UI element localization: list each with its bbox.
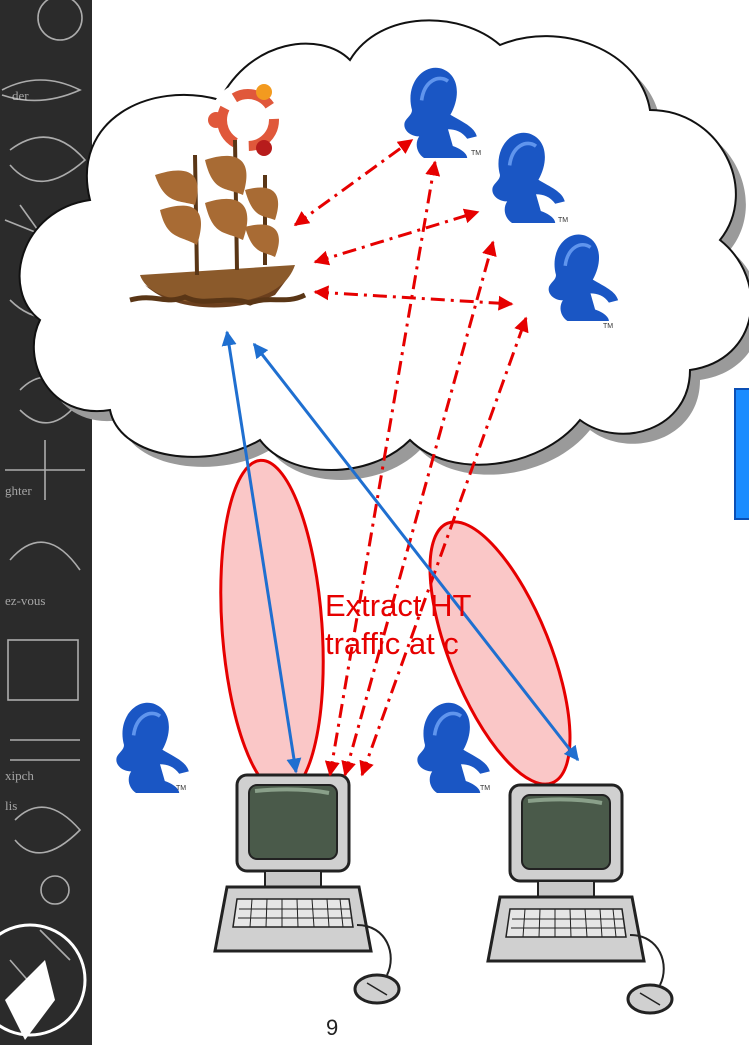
p2p-link [293, 138, 414, 227]
frog-peer-icon [114, 700, 191, 795]
caption-line: Extract HT [325, 588, 472, 623]
trademark-label: TM [480, 785, 490, 792]
chalk-scribble: ez-vous [5, 593, 45, 608]
chalk-scribble: xipch [5, 768, 34, 783]
trademark-label: TM [471, 150, 481, 157]
chalk-scribble: der [12, 88, 29, 103]
trademark-label: TM [603, 323, 613, 330]
university-seal [0, 923, 87, 1040]
desktop-computer-icon [486, 783, 674, 1015]
chalkboard-background: der ghter ez-vous xipch lis [0, 0, 92, 1045]
callout-box [734, 388, 749, 520]
chalk-scribble: lis [5, 798, 17, 813]
http-link [252, 342, 580, 762]
slide-number: 9 [326, 1015, 339, 1040]
trademark-label: TM [176, 785, 186, 792]
ubuntu-logo-icon [208, 82, 286, 158]
cloud [18, 19, 749, 471]
caption-line: traffic at c [325, 626, 459, 661]
chalk-scribble: ghter [5, 483, 32, 498]
trademark-label: TM [558, 217, 568, 224]
pirate-ship-icon [129, 139, 307, 308]
desktop-computer-icon [213, 773, 401, 1005]
chalk-doodles: der ghter ez-vous xipch lis [0, 0, 87, 1040]
